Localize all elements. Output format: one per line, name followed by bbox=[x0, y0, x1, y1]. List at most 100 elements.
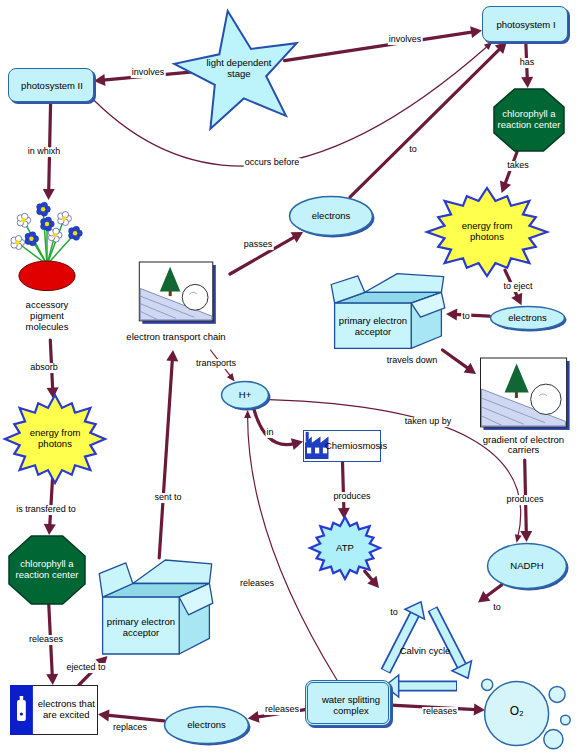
arrow-head bbox=[44, 524, 56, 535]
picture-node: gradient of electron carriers bbox=[476, 356, 571, 460]
connector-line bbox=[350, 48, 501, 197]
connector-line bbox=[94, 46, 487, 166]
open-box-shape-outline bbox=[330, 272, 446, 350]
arrow-connector bbox=[500, 152, 517, 193]
edge-label: transports bbox=[195, 359, 237, 369]
shape-part bbox=[53, 233, 57, 237]
connector-line bbox=[285, 32, 474, 61]
bubble-shape: O₂ bbox=[478, 672, 570, 752]
arrow-connector bbox=[443, 350, 477, 374]
connector-line bbox=[230, 236, 296, 274]
shape-part bbox=[494, 89, 564, 151]
node-label: gradient of electron carriers bbox=[476, 435, 571, 457]
cycle-symbol-outline bbox=[372, 588, 478, 696]
icon-box: electrons that are excited bbox=[10, 685, 98, 735]
shape-part bbox=[139, 262, 213, 321]
node-label: ATP bbox=[336, 543, 354, 554]
shape-part bbox=[5, 395, 105, 483]
arrow-head bbox=[94, 74, 106, 86]
burst-shape: energy from photons bbox=[425, 186, 549, 278]
shape-part bbox=[15, 240, 19, 244]
shape-part bbox=[482, 407, 524, 424]
shape-part bbox=[62, 216, 66, 220]
shape-part bbox=[45, 222, 49, 226]
text-area: energy from photons bbox=[26, 419, 84, 459]
node-label: electron transport chain bbox=[126, 332, 225, 343]
node-label: primary electron acceptor bbox=[105, 617, 177, 639]
arrow-head bbox=[98, 709, 110, 721]
arrow-head bbox=[495, 42, 507, 54]
shape-part bbox=[549, 686, 565, 702]
text-area: energy from photons bbox=[452, 212, 521, 252]
shape-part bbox=[174, 11, 296, 129]
arrow-head bbox=[227, 373, 235, 382]
edge-label: has bbox=[519, 58, 536, 68]
shape-part bbox=[544, 730, 563, 749]
shape-part bbox=[307, 448, 311, 454]
arrow-connector bbox=[254, 409, 303, 450]
shape-part bbox=[482, 416, 503, 426]
shape-part bbox=[335, 303, 412, 348]
shape-part bbox=[315, 448, 319, 454]
arrow-head bbox=[484, 42, 492, 50]
node-label: primary electron acceptor bbox=[337, 316, 409, 338]
shape-part bbox=[29, 237, 33, 241]
text-area: gradient of electron carriers bbox=[476, 431, 571, 460]
text-area: water splitting complex bbox=[308, 683, 394, 729]
shape-part bbox=[10, 685, 33, 735]
node-label: NADPH bbox=[510, 561, 543, 572]
arrow-head bbox=[367, 576, 379, 588]
shape-part bbox=[399, 681, 457, 692]
arrow-head bbox=[500, 181, 511, 193]
shape-part bbox=[19, 261, 75, 291]
text-area: O₂ bbox=[493, 692, 541, 732]
edge-label: involves bbox=[131, 68, 166, 78]
shape-part bbox=[405, 602, 425, 619]
edge-label: travels down bbox=[386, 356, 439, 366]
shape-part bbox=[41, 207, 45, 211]
arrow-connector bbox=[94, 42, 492, 166]
arrow-connector bbox=[365, 571, 379, 588]
connector-line bbox=[485, 585, 502, 597]
shape-part bbox=[11, 686, 98, 735]
edge-label: absorb bbox=[29, 363, 59, 373]
arrow-head bbox=[166, 350, 178, 361]
shape-part bbox=[73, 231, 77, 235]
concept-ellipse: H+ bbox=[220, 380, 270, 410]
text-area: NADPH bbox=[493, 546, 562, 586]
connector-line bbox=[455, 314, 490, 316]
edge-label: to eject bbox=[502, 282, 533, 292]
arrow-connector bbox=[159, 350, 178, 558]
concept-ellipse: electrons bbox=[288, 195, 374, 237]
node-label: photosystem I bbox=[496, 20, 555, 31]
node-label: water splitting complex bbox=[308, 695, 394, 717]
text-area: photosystem I bbox=[483, 7, 569, 43]
text-area: light dependent stage bbox=[201, 43, 278, 96]
picture-node: electron transport chain bbox=[122, 260, 230, 350]
shape-part bbox=[505, 364, 529, 393]
shape-part bbox=[165, 707, 249, 744]
arrow-head bbox=[291, 232, 304, 243]
text-area: electrons that are excited bbox=[35, 685, 98, 735]
picture-node: accessory pigment molecules bbox=[8, 200, 86, 340]
shape-part bbox=[189, 292, 197, 294]
shape-part bbox=[539, 394, 547, 396]
node-label: O₂ bbox=[510, 705, 524, 719]
edge-label: passes bbox=[243, 240, 274, 250]
shape-part bbox=[47, 233, 75, 264]
node-label: electrons bbox=[187, 720, 226, 731]
shape-part bbox=[160, 267, 181, 292]
arrow-head bbox=[515, 534, 522, 543]
connector-line bbox=[343, 462, 344, 510]
text-area: electrons bbox=[295, 198, 367, 233]
edge-label: replaces bbox=[112, 723, 148, 733]
arrow-connector bbox=[478, 585, 502, 603]
text-area: electrons bbox=[495, 307, 560, 329]
shape-part bbox=[427, 188, 547, 276]
shape-part bbox=[21, 218, 25, 222]
text-area: ATP bbox=[324, 533, 365, 562]
edge-label: ejected to bbox=[65, 663, 106, 673]
node-label: photosystem II bbox=[21, 81, 83, 92]
shape-part bbox=[310, 517, 380, 579]
text-area: Calvin cycle bbox=[399, 633, 452, 670]
